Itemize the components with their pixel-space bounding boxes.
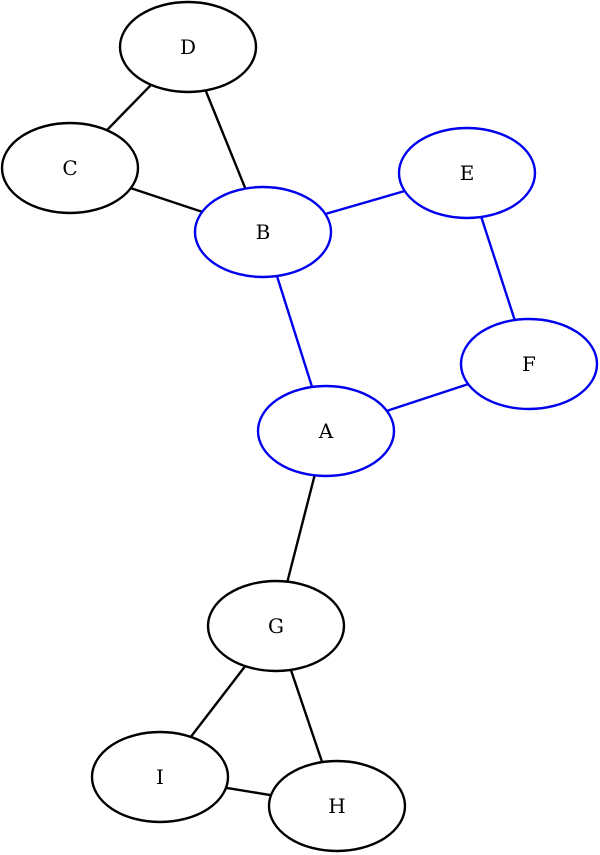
edge-g-i <box>189 665 247 738</box>
node-g-ellipse <box>206 579 346 673</box>
edge-i-h <box>225 786 272 797</box>
edge-b-e <box>324 189 406 216</box>
node-g: G <box>206 579 346 673</box>
node-e: E <box>397 126 537 220</box>
edge-c-b <box>130 187 203 213</box>
node-i-label: I <box>156 765 164 789</box>
node-c: C <box>0 121 140 215</box>
node-h: H <box>267 759 407 853</box>
node-f-label: F <box>522 352 536 376</box>
node-f: F <box>459 317 599 411</box>
node-a-ellipse <box>256 384 396 478</box>
edge-a-g <box>286 475 316 582</box>
node-g-label: G <box>268 614 284 638</box>
node-c-label: C <box>62 156 77 180</box>
edge-d-c <box>106 83 152 132</box>
node-c-ellipse <box>0 121 140 215</box>
node-a: A <box>256 384 396 478</box>
edge-f-a <box>386 382 469 413</box>
graph-edges <box>106 83 516 797</box>
node-b: B <box>193 185 333 279</box>
edge-d-b <box>204 90 247 189</box>
edge-g-h <box>289 669 324 763</box>
node-h-ellipse <box>267 759 407 853</box>
node-a-label: A <box>318 419 334 443</box>
node-i: I <box>90 730 230 824</box>
node-h-label: H <box>328 794 345 818</box>
node-e-label: E <box>460 161 475 185</box>
node-f-ellipse <box>459 317 599 411</box>
node-i-ellipse <box>90 730 230 824</box>
node-d-ellipse <box>118 0 258 94</box>
node-b-ellipse <box>193 185 333 279</box>
edge-b-a <box>275 275 314 388</box>
node-d: D <box>118 0 258 94</box>
edge-e-f <box>480 216 516 321</box>
node-b-label: B <box>256 220 271 244</box>
node-e-ellipse <box>397 126 537 220</box>
node-d-label: D <box>180 35 196 59</box>
